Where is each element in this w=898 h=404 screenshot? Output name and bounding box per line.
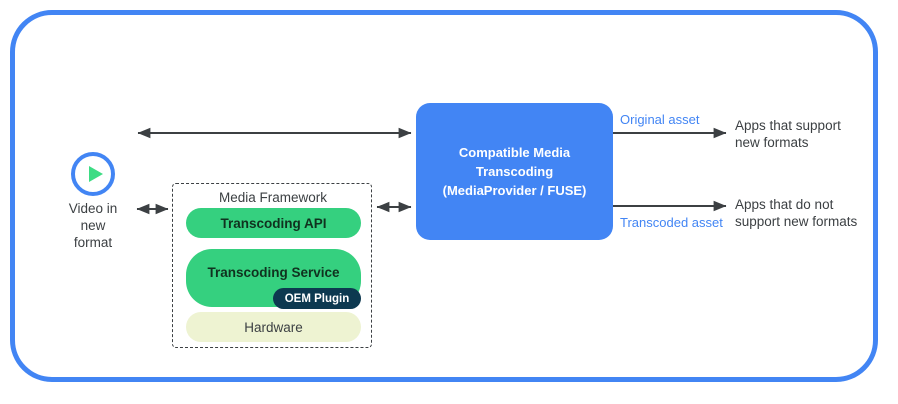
video-caption-line-1: Video in [68, 201, 118, 216]
oem-plugin-badge: OEM Plugin [273, 288, 361, 309]
cmt-line-3: (MediaProvider / FUSE) [442, 183, 587, 198]
media-framework-group: Media Framework Transcoding API Transcod… [172, 183, 372, 348]
layer-transcoding-api-label: Transcoding API [220, 215, 327, 231]
layer-transcoding-service-label: Transcoding Service [207, 265, 340, 280]
oem-plugin-label: OEM Plugin [284, 292, 350, 305]
video-caption-line-2: new [80, 218, 106, 233]
apps-not-supporting-new-formats: Apps that do not support new formats [735, 196, 890, 230]
play-circle-icon [71, 152, 115, 196]
layer-hardware-label: Hardware [244, 319, 303, 335]
media-framework-title: Media Framework [218, 190, 328, 205]
compatible-media-transcoding-text: Compatible Media Transcoding (MediaProvi… [437, 143, 593, 200]
original-asset-label: Original asset [620, 112, 700, 127]
layer-hardware: Hardware [186, 312, 361, 342]
apps-not-supporting-line-1: Apps that do not [735, 197, 834, 212]
layer-transcoding-api: Transcoding API [186, 208, 361, 238]
apps-supporting-line-1: Apps that support [735, 118, 841, 133]
cmt-line-1: Compatible Media [458, 145, 571, 160]
apps-supporting-new-formats: Apps that support new formats [735, 117, 890, 151]
video-caption-line-3: format [73, 235, 113, 250]
transcoded-asset-label: Transcoded asset [620, 215, 723, 230]
video-source-caption: Video in new format [33, 200, 153, 251]
apps-not-supporting-line-2: support new formats [735, 214, 858, 229]
cmt-line-2: Transcoding [475, 164, 554, 179]
play-triangle-icon [89, 166, 103, 182]
compatible-media-transcoding-box: Compatible Media Transcoding (MediaProvi… [416, 103, 613, 240]
apps-supporting-line-2: new formats [735, 135, 809, 150]
